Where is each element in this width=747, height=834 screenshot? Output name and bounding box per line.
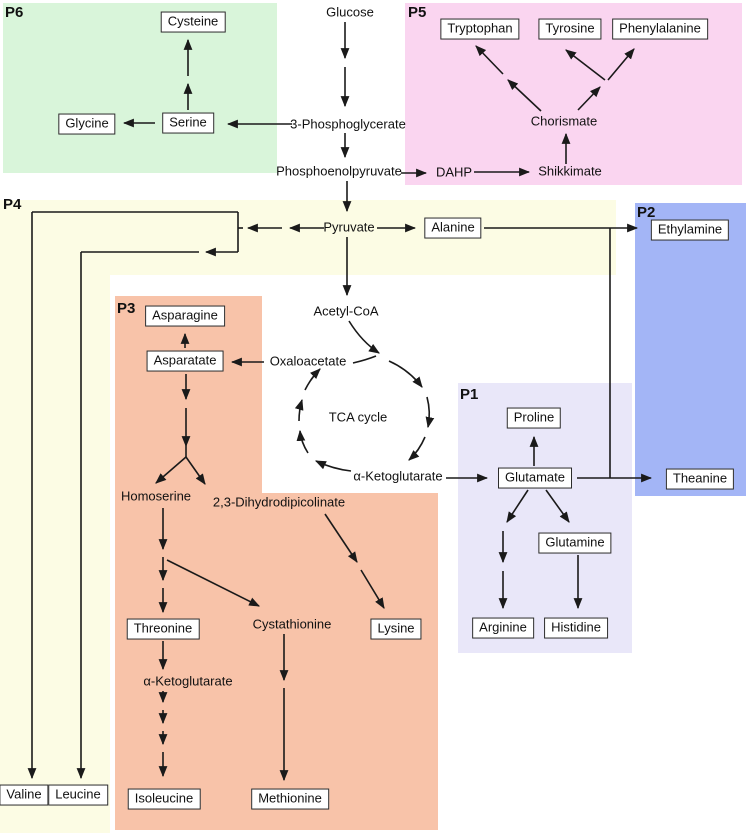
edge-glutamate-family	[446, 435, 653, 610]
node-leucine: Leucine	[48, 784, 108, 806]
edge-alanine-ethylamine	[377, 223, 639, 478]
node-dihydrodipicolinate: 2,3-Dihydrodipicolinate	[212, 494, 346, 510]
region-p6-serine-pathway	[3, 3, 277, 173]
node-theanine: Theanine	[665, 468, 735, 490]
node-3-phosphoglycerate: 3-Phosphoglycerate	[290, 116, 406, 132]
node-ethylamine: Ethylamine	[650, 219, 730, 241]
node-tryptophan: Tryptophan	[440, 18, 520, 40]
node-isoleucine: Isoleucine	[127, 788, 201, 810]
edge-aspartate-family	[155, 332, 385, 782]
node-cystathionine: Cystathionine	[252, 616, 332, 632]
edge-serine-branch	[122, 38, 292, 129]
edge-shikimate-branch	[401, 45, 635, 178]
node-cysteine: Cysteine	[160, 11, 226, 33]
node-histidine: Histidine	[544, 617, 608, 639]
region-p4-label: P4	[3, 196, 22, 213]
node-threonine: Threonine	[126, 618, 200, 640]
edge-glycolysis-spine	[340, 22, 352, 297]
node-valine: Valine	[0, 784, 49, 806]
node-glycine: Glycine	[58, 113, 116, 135]
region-p5-label: P5	[408, 4, 427, 21]
region-p2-label: P2	[637, 204, 656, 221]
edge-pyruvate-to-valine-leucine	[27, 211, 324, 780]
node-acetyl-coa: Acetyl-CoA	[313, 303, 379, 319]
node-homoserine: Homoserine	[120, 488, 192, 504]
node-chorismate: Chorismate	[530, 113, 598, 129]
node-shikkimate: Shikkimate	[538, 163, 602, 179]
node-tca-cycle: TCA cycle	[328, 409, 388, 425]
node-asparatate: Asparatate	[146, 350, 224, 372]
node-methionine: Methionine	[251, 788, 329, 810]
node-alpha-ketoglutarate-threonine: α-Ketoglutarate	[143, 673, 233, 689]
edge-tca-cycle	[294, 320, 435, 472]
node-glutamate: Glutamate	[498, 467, 572, 489]
node-pyruvate: Pyruvate	[323, 219, 375, 235]
node-proline: Proline	[506, 407, 562, 429]
node-phosphoenolpyruvate: Phosphoenolpyruvate	[276, 163, 402, 179]
region-p2	[635, 203, 746, 496]
node-phenylalanine: Phenylalanine	[612, 18, 708, 40]
node-tyrosine: Tyrosine	[538, 18, 602, 40]
node-dahp: DAHP	[435, 164, 473, 180]
region-p3-lower	[115, 493, 438, 830]
node-lysine: Lysine	[370, 618, 422, 640]
node-asparagine: Asparagine	[145, 305, 225, 327]
node-glucose: Glucose	[326, 4, 374, 20]
node-arginine: Arginine	[472, 617, 534, 639]
region-p3-label: P3	[117, 300, 136, 317]
region-p1-label: P1	[460, 386, 479, 403]
region-p4-strip	[0, 200, 110, 833]
node-alanine: Alanine	[424, 217, 482, 239]
node-alpha-ketoglutarate-tca: α-Ketoglutarate	[353, 468, 443, 484]
node-oxaloacetate: Oxaloacetate	[269, 353, 347, 369]
node-serine: Serine	[162, 112, 214, 134]
node-glutamine: Glutamine	[538, 532, 612, 554]
region-p6-label: P6	[5, 4, 24, 21]
